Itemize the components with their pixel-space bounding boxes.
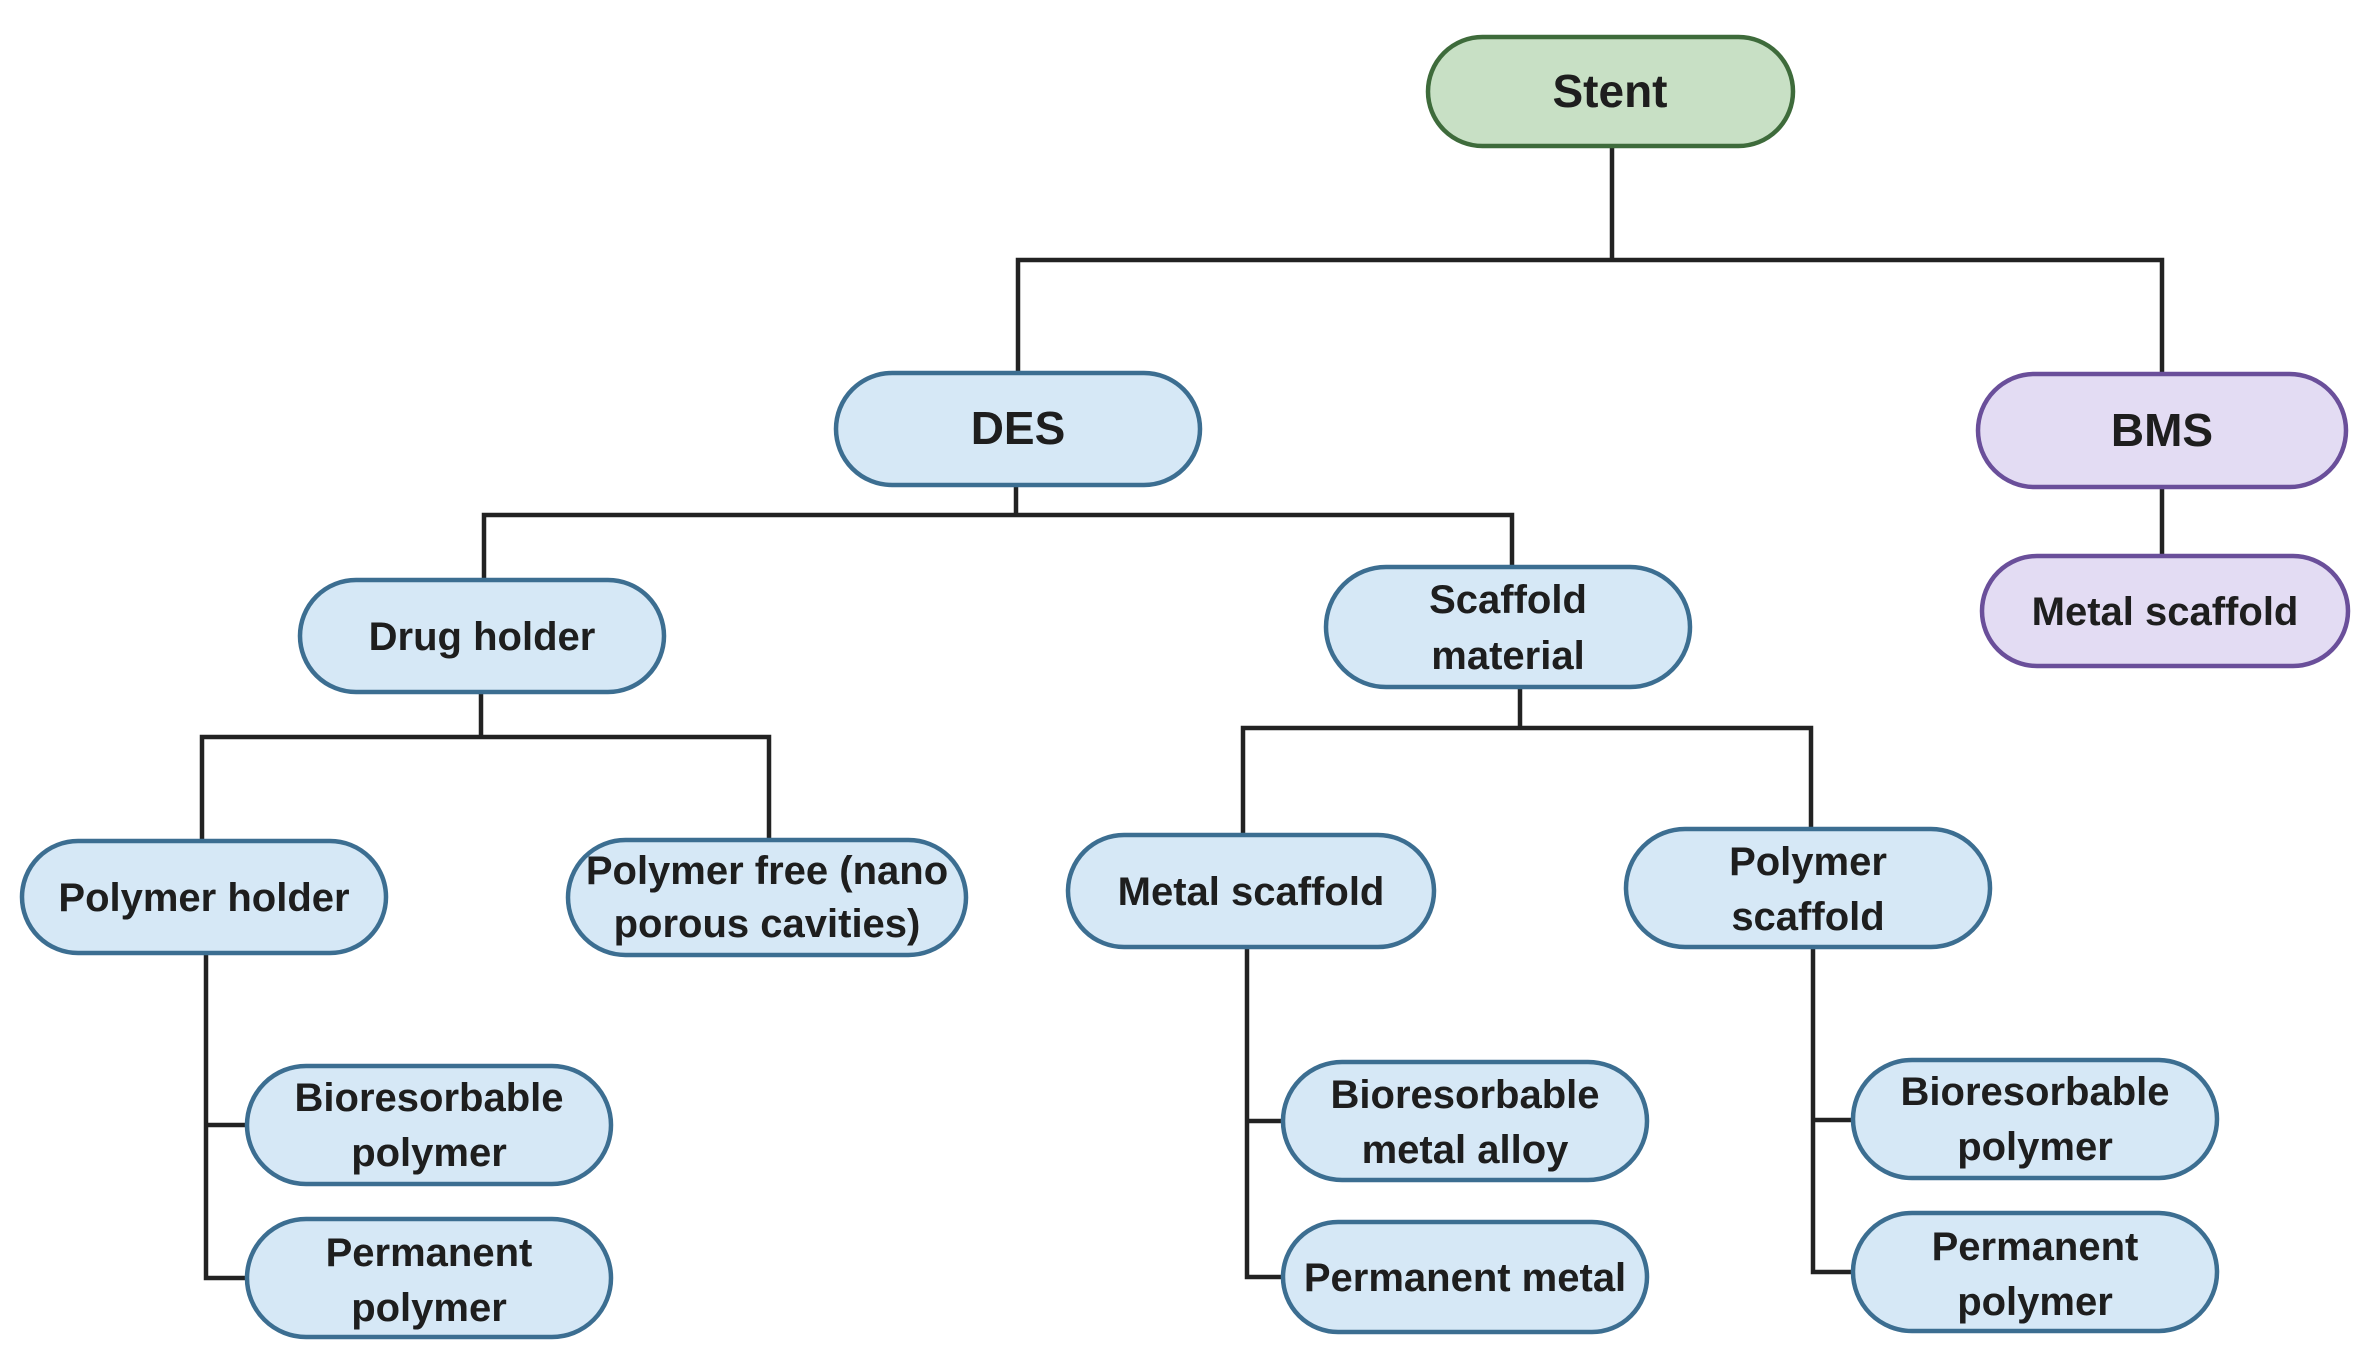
node-ms-permanent-metal: Permanent metal [1280,1219,1650,1335]
node-bms-label: BMS [2111,404,2213,456]
node-ph-permanent-polymer: Permanent polymer [244,1216,614,1340]
node-ms-bioresorbable-metal-alloy-line1: Bioresorbable [1331,1073,1600,1117]
node-drug-holder: Drug holder [297,577,667,695]
node-ms-bioresorbable-metal-alloy-line2: metal alloy [1362,1128,1570,1172]
node-polymer-scaffold-line2: scaffold [1731,895,1884,939]
node-stent: Stent [1425,34,1796,149]
node-polymer-holder-label: Polymer holder [58,876,349,920]
connector-polymer-holder-children [203,950,250,1281]
node-polymer-free-line1: Polymer free (nano [586,849,948,893]
node-polymer-scaffold: Polymer scaffold [1623,826,1993,950]
node-ph-bioresorbable-polymer: Bioresorbable polymer [244,1063,614,1187]
connector-stent-branches [1015,143,2165,377]
node-polymer-free: Polymer free (nano porous cavities) [565,837,969,958]
node-scaffold-material-line2: material [1431,634,1584,678]
connector-lines [199,143,2165,1281]
node-des: DES [833,370,1203,488]
node-des-metal-scaffold-label: Metal scaffold [1118,870,1385,914]
node-ms-bioresorbable-metal-alloy: Bioresorbable metal alloy [1280,1059,1650,1183]
node-bms-metal-scaffold: Metal scaffold [1979,553,2351,669]
node-scaffold-material-line1: Scaffold [1429,578,1587,622]
connector-drug-holder-branches [199,689,772,844]
node-ph-permanent-polymer-line2: polymer [351,1286,507,1330]
node-polymer-free-line2: porous cavities) [614,902,921,946]
node-ps-permanent-polymer-line2: polymer [1957,1280,2113,1324]
connector-des-branches [481,482,1515,583]
node-ps-bioresorbable-polymer-line2: polymer [1957,1125,2113,1169]
node-ph-permanent-polymer-line1: Permanent [326,1231,533,1275]
node-bms: BMS [1975,371,2349,490]
node-stent-label: Stent [1553,65,1668,117]
connector-scaffold-material-branches [1240,684,1814,838]
node-polymer-scaffold-line1: Polymer [1729,840,1887,884]
node-ph-bioresorbable-polymer-line2: polymer [351,1131,507,1175]
node-ps-permanent-polymer-line1: Permanent [1932,1225,2139,1269]
connector-metal-scaffold-children [1244,944,1286,1280]
node-bms-metal-scaffold-label: Metal scaffold [2032,590,2299,634]
node-ms-permanent-metal-label: Permanent metal [1304,1256,1626,1300]
node-scaffold-material: Scaffold material [1323,564,1693,690]
node-ps-bioresorbable-polymer-line1: Bioresorbable [1901,1070,2170,1114]
node-ph-bioresorbable-polymer-line1: Bioresorbable [295,1076,564,1120]
node-des-metal-scaffold: Metal scaffold [1065,832,1437,950]
node-ps-permanent-polymer: Permanent polymer [1850,1210,2220,1334]
connector-polymer-scaffold-children [1810,944,1856,1275]
node-polymer-holder: Polymer holder [19,838,389,956]
node-drug-holder-label: Drug holder [369,615,596,659]
node-ps-bioresorbable-polymer: Bioresorbable polymer [1850,1057,2220,1181]
node-des-label: DES [971,402,1066,454]
